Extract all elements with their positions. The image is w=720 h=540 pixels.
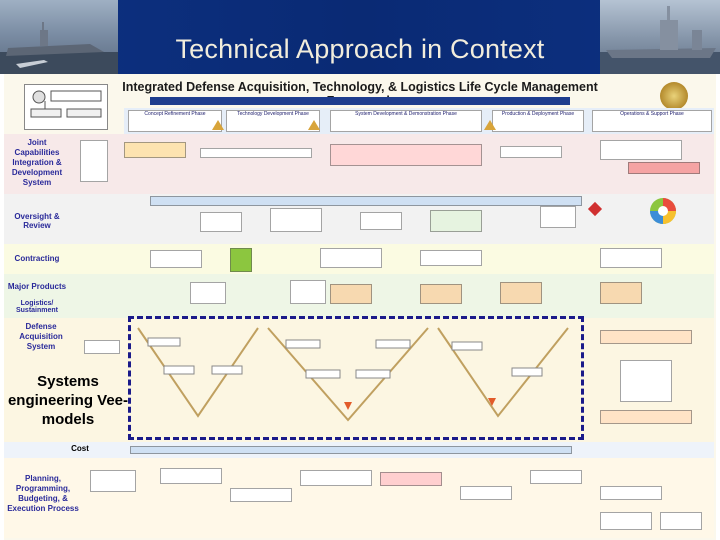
oversight-label: Oversight & Review bbox=[14, 212, 60, 230]
major-products-label: Major Products bbox=[7, 282, 67, 291]
product-block bbox=[500, 282, 542, 304]
cost-label: Cost bbox=[71, 444, 89, 453]
oversight-block bbox=[200, 212, 242, 232]
jcids-label: Joint Capabilities Integration & Develop… bbox=[11, 138, 63, 187]
jcids-block bbox=[200, 148, 312, 158]
ppbe-block bbox=[600, 512, 652, 530]
product-block bbox=[600, 282, 642, 304]
das-band bbox=[4, 318, 714, 442]
cost-block bbox=[130, 446, 572, 454]
ppbe-block bbox=[90, 470, 136, 492]
contracting-block bbox=[420, 250, 482, 266]
jcids-block bbox=[628, 162, 700, 174]
phase-system-development: System Development & Demonstration Phase bbox=[330, 110, 482, 132]
aircraft-carrier-photo bbox=[0, 0, 118, 74]
contracting-block bbox=[150, 250, 202, 268]
phase-concept-refinement: Concept Refinement Phase bbox=[128, 110, 222, 132]
oversight-block bbox=[540, 206, 576, 228]
das-block bbox=[600, 410, 692, 424]
product-block bbox=[420, 284, 462, 304]
sustainment-wheel-icon bbox=[650, 198, 676, 224]
jcids-block bbox=[600, 140, 682, 160]
slide-title: Technical Approach in Context bbox=[175, 34, 545, 64]
milestone-a-icon bbox=[212, 120, 224, 130]
phase-production-deployment: Production & Deployment Phase bbox=[492, 110, 584, 132]
product-block bbox=[290, 280, 326, 304]
jcids-block bbox=[124, 142, 186, 158]
phase-operations-support: Operations & Support Phase bbox=[592, 110, 712, 132]
das-block bbox=[84, 340, 120, 354]
vee-model-highlight-box bbox=[128, 316, 584, 440]
contracting-block bbox=[320, 248, 382, 268]
ppbe-block bbox=[230, 488, 292, 502]
jcids-block bbox=[330, 144, 482, 166]
jcids-block bbox=[500, 146, 562, 158]
poster-legend bbox=[24, 84, 108, 130]
contracting-label: Contracting bbox=[14, 254, 60, 263]
product-block bbox=[190, 282, 226, 304]
dod-seal-icon bbox=[660, 82, 688, 110]
ppbe-block bbox=[600, 486, 662, 500]
ppbe-block bbox=[530, 470, 582, 484]
ppbe-block bbox=[460, 486, 512, 500]
phase-technology-development: Technology Development Phase bbox=[226, 110, 320, 132]
framework-subtitle-bar bbox=[150, 97, 570, 105]
ppbe-label: Planning, Programming, Budgeting, & Exec… bbox=[7, 474, 79, 513]
milestone-b-icon bbox=[308, 120, 320, 130]
oversight-block bbox=[430, 210, 482, 232]
jcids-block bbox=[80, 140, 108, 182]
contracting-block bbox=[600, 248, 662, 268]
logistics-label: Logistics/ Sustainment bbox=[15, 300, 58, 314]
systems-engineering-label: Systems engineering Vee-models bbox=[7, 373, 129, 428]
oversight-block bbox=[150, 196, 582, 206]
vee-model-diagram bbox=[137, 327, 569, 422]
ppbe-block bbox=[160, 468, 222, 484]
warship-photo bbox=[600, 0, 720, 74]
das-block bbox=[600, 330, 692, 344]
oversight-block bbox=[270, 208, 322, 232]
product-block bbox=[330, 284, 372, 304]
milestone-c-icon bbox=[484, 120, 496, 130]
ppbe-block bbox=[380, 472, 442, 486]
das-block bbox=[620, 360, 672, 402]
ppbe-block bbox=[660, 512, 702, 530]
oversight-block bbox=[360, 212, 402, 230]
das-label: Defense Acquisition System bbox=[19, 322, 63, 351]
ppbe-block bbox=[300, 470, 372, 486]
contracting-block bbox=[230, 248, 252, 272]
